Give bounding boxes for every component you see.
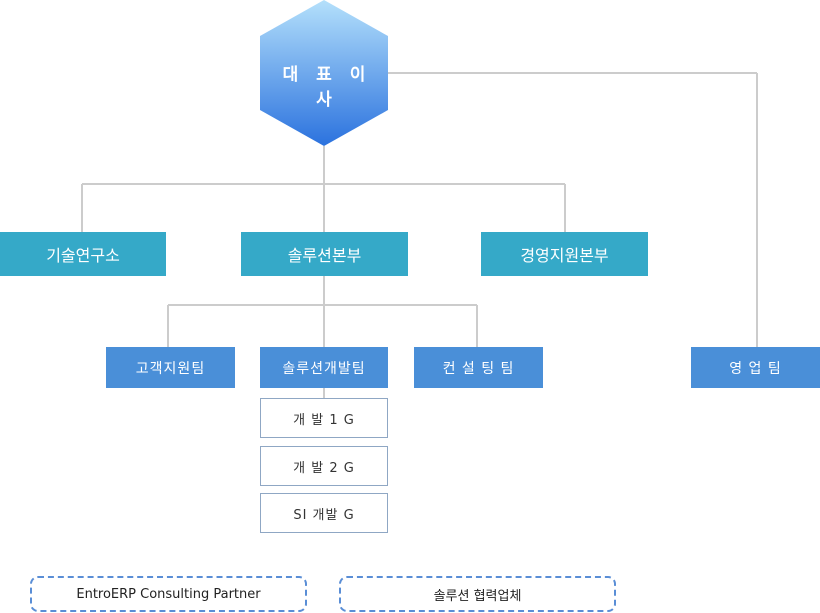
ceo-node: 대 표 이 사 (260, 0, 388, 146)
division-research-lab: 기술연구소 (0, 232, 166, 276)
dev-group-2: 개 발 2 G (260, 446, 388, 486)
team-solution-development: 솔루션개발팀 (260, 347, 388, 388)
ceo-label: 대 표 이 사 (282, 65, 372, 110)
team-consulting: 컨 설 팅 팀 (414, 347, 543, 388)
team-sales: 영 업 팀 (691, 347, 820, 388)
team-customer-support: 고객지원팀 (106, 347, 235, 388)
dev-group-1: 개 발 1 G (260, 398, 388, 438)
division-management-support: 경영지원본부 (481, 232, 648, 276)
division-solution: 솔루션본부 (241, 232, 408, 276)
partner-consulting: EntroERP Consulting Partner (30, 576, 307, 612)
partner-solution-vendors: 솔루션 협력업체 (339, 576, 616, 612)
dev-group-si: SI 개발 G (260, 493, 388, 533)
ceo-hexagon-shape (260, 0, 388, 146)
